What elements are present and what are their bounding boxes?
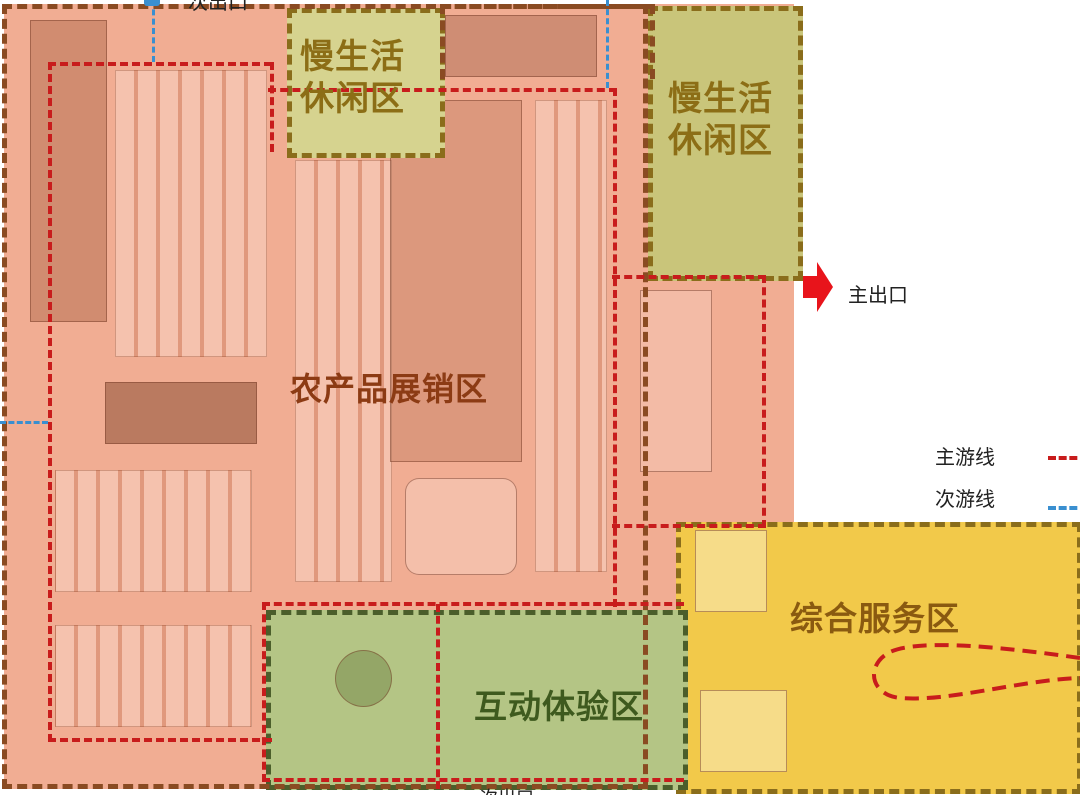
market-hall-left bbox=[295, 160, 392, 582]
greenhouse-roof bbox=[115, 70, 267, 357]
slow-life-label-right: 慢生活 休闲区 bbox=[668, 79, 773, 161]
east-building-strip bbox=[640, 290, 712, 472]
service-building-2 bbox=[700, 690, 787, 772]
farm-products-label: 农产品展销区 bbox=[290, 370, 489, 408]
main-exit-label: 主出口 bbox=[848, 283, 908, 307]
site-boundary-north-right bbox=[440, 4, 655, 79]
solar-panel-block bbox=[105, 382, 257, 444]
main-route-south bbox=[262, 602, 684, 782]
main-exit-arrow-icon bbox=[803, 262, 833, 312]
interactive-zone bbox=[266, 610, 688, 790]
main-route-east bbox=[612, 275, 766, 528]
legend-secondary-route-label: 次游线 bbox=[935, 487, 995, 511]
interactive-zone-label: 互动体验区 bbox=[474, 687, 644, 726]
service-zone bbox=[676, 522, 1080, 794]
main-route-top-left bbox=[270, 62, 274, 152]
market-hall-right bbox=[535, 100, 607, 572]
slow-life-label-left: 慢生活 休闲区 bbox=[300, 37, 405, 119]
secondary-route-north bbox=[152, 0, 155, 62]
main-route-service-loop bbox=[872, 643, 1080, 701]
secondary-exit-marker bbox=[144, 0, 160, 6]
market-hall-center bbox=[390, 100, 522, 462]
legend-main-route-line bbox=[1048, 456, 1080, 460]
main-route-center bbox=[268, 88, 617, 607]
site-boundary-west bbox=[2, 4, 648, 789]
main-route-left-loop bbox=[48, 62, 272, 742]
secondary-route-west bbox=[0, 421, 48, 424]
interactive-ferris-wheel bbox=[335, 650, 392, 707]
plaza-circle bbox=[405, 478, 517, 575]
left-building-strip bbox=[30, 20, 107, 322]
slow-life-zone-right bbox=[648, 6, 803, 281]
bottom-exit-label: 次出口 bbox=[480, 784, 534, 795]
secondary-exit-label: 次出口 bbox=[188, 0, 248, 14]
shed-roof-2 bbox=[55, 625, 252, 727]
main-route-divider bbox=[436, 604, 440, 789]
secondary-route-east-top bbox=[606, 0, 609, 88]
legend-secondary-route-line bbox=[1048, 506, 1080, 510]
service-building-1 bbox=[695, 530, 767, 612]
legend-main-route-label: 主游线 bbox=[935, 445, 995, 469]
parking-rows bbox=[445, 15, 597, 77]
shed-roof-1 bbox=[55, 470, 252, 592]
slow-life-zone-left bbox=[287, 8, 445, 158]
service-zone-label: 综合服务区 bbox=[790, 599, 960, 638]
